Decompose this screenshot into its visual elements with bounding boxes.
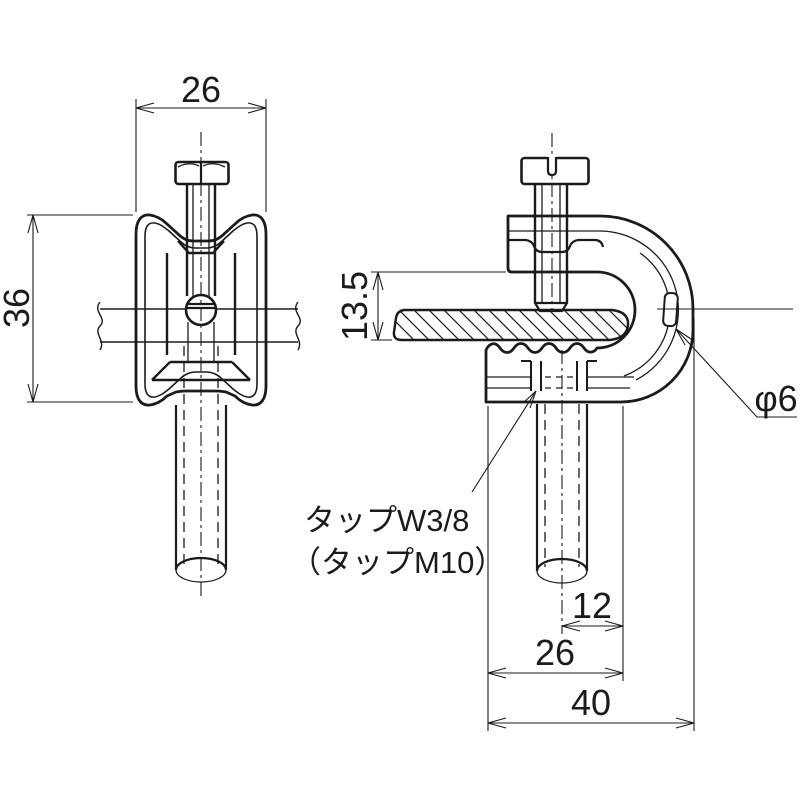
dimension-rod-offset — [561, 406, 624, 681]
extension-lines — [135, 99, 267, 212]
arrowheads — [372, 271, 384, 341]
front-body-outline — [134, 213, 268, 407]
arrowheads — [27, 214, 39, 403]
phi6-hole — [657, 291, 793, 328]
slotted-screw-head — [520, 155, 590, 186]
dim-text-front-height: 36 — [0, 288, 37, 328]
dimension-overall-width — [487, 318, 695, 731]
tapped-hole-details — [487, 360, 634, 391]
side-view — [371, 133, 797, 731]
front-bottom-boss — [151, 360, 251, 382]
dim-text-throat: 13.5 — [334, 271, 375, 341]
hatching — [393, 310, 629, 340]
arrowheads — [135, 102, 267, 114]
dimension-jaw-width — [487, 406, 624, 731]
front-hanger-rod — [174, 346, 228, 583]
label-tap-line2: （タップM10） — [290, 545, 505, 580]
arrowheads — [561, 620, 624, 632]
leader-arrowhead — [675, 328, 692, 346]
side-screw-shaft — [533, 184, 569, 313]
side-seat-recess — [508, 238, 605, 254]
dimension-front-height — [27, 214, 133, 403]
break-line-left — [97, 301, 103, 351]
leader-arrowhead — [522, 390, 537, 409]
front-jaw-edges — [165, 253, 237, 355]
dim-text-overall-width: 40 — [571, 682, 611, 723]
arrowheads — [487, 717, 695, 729]
side-hanger-rod — [535, 404, 589, 584]
labels: 26 36 13.5 12 26 40 φ6 タップW3/8 （タップM10） — [0, 69, 798, 723]
flange-section — [392, 308, 630, 342]
front-view — [27, 99, 301, 600]
hex-bolt-head — [174, 160, 230, 186]
side-body-outline — [484, 214, 695, 404]
front-body-inner-line — [144, 222, 258, 398]
extension-lines — [371, 271, 506, 341]
phi6-leader — [675, 328, 797, 418]
label-phi6: φ6 — [754, 378, 797, 419]
dim-text-rod-offset: 12 — [572, 585, 612, 626]
break-line-right — [295, 301, 301, 351]
dimension-throat — [371, 271, 506, 341]
arrowheads — [487, 667, 624, 679]
tap-leader — [471, 390, 537, 493]
dimension-front-width — [135, 99, 267, 212]
extension-lines — [27, 214, 133, 403]
side-inner-wall-lines — [508, 230, 680, 381]
dim-text-jaw-width: 26 — [535, 632, 575, 673]
dim-text-front-width: 26 — [181, 69, 221, 110]
label-tap-line1: タップW3/8 — [304, 503, 469, 538]
beam-lines — [97, 301, 301, 351]
front-funnel — [177, 240, 225, 255]
flange-outline — [392, 308, 630, 342]
bolt-tip-circle — [184, 293, 218, 327]
